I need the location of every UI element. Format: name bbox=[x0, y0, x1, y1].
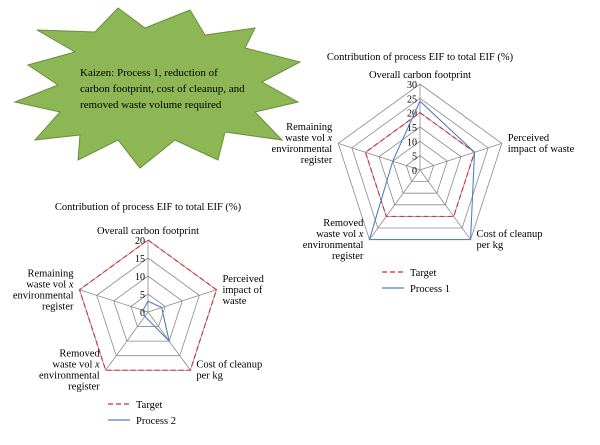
axis-label: Overall carbon footprint bbox=[369, 70, 471, 81]
axis-spoke bbox=[105, 311, 149, 371]
tick-label: 10 bbox=[135, 272, 145, 283]
chart-title: Contribution of process EIF to total EIF… bbox=[327, 52, 514, 63]
kaizen-callout: Kaizen: Process 1, reduction of carbon f… bbox=[13, 7, 302, 169]
tick-label: 20 bbox=[407, 109, 417, 120]
grid-ring bbox=[96, 257, 200, 357]
axis-spoke bbox=[79, 289, 149, 313]
axis-spoke bbox=[419, 143, 502, 171]
series-target bbox=[364, 111, 476, 217]
legend-label: Process 2 bbox=[136, 416, 176, 427]
axis-spoke bbox=[338, 143, 421, 171]
callout-line-3: removed waste volume required bbox=[80, 99, 222, 111]
series-process-1 bbox=[368, 100, 476, 241]
callout-line-1: Kaizen: Process 1, reduction of bbox=[80, 67, 218, 79]
tick-label: 30 bbox=[407, 80, 417, 91]
callout-line-2: carbon footprint, cost of cleanup, and bbox=[80, 83, 245, 95]
axis-spoke bbox=[419, 169, 471, 240]
tick-label: 0 bbox=[140, 308, 145, 319]
tick-label: 5 bbox=[412, 152, 417, 163]
grid-ring bbox=[405, 155, 435, 182]
axis-spoke bbox=[369, 169, 421, 240]
callout-burst-shape bbox=[13, 7, 302, 169]
legend-label: Target bbox=[136, 400, 163, 411]
grid-ring bbox=[351, 97, 489, 229]
tick-label: 15 bbox=[135, 254, 145, 265]
legend-label: Process 1 bbox=[410, 284, 450, 295]
tick-label: 15 bbox=[407, 123, 417, 134]
series-target bbox=[78, 239, 218, 371]
tick-label: 10 bbox=[407, 137, 417, 148]
tick-label: 20 bbox=[135, 236, 145, 247]
radar-chart-process-2: Contribution of process EIF to total EIF… bbox=[13, 202, 265, 427]
chart-title: Contribution of process EIF to total EIF… bbox=[55, 202, 242, 213]
series-process-2 bbox=[142, 300, 171, 343]
tick-label: 0 bbox=[412, 166, 417, 177]
legend-label: Target bbox=[410, 268, 437, 279]
tick-label: 25 bbox=[407, 94, 417, 105]
grid-ring bbox=[378, 126, 462, 206]
radar-chart-process-1: Contribution of process EIF to total EIF… bbox=[272, 52, 575, 295]
grid-ring bbox=[130, 293, 166, 327]
grid-ring bbox=[392, 140, 448, 194]
axis-label: Overall carbon footprint bbox=[97, 226, 199, 237]
tick-label: 5 bbox=[140, 290, 145, 301]
grid-ring bbox=[113, 275, 183, 342]
axis-spoke bbox=[147, 289, 217, 313]
